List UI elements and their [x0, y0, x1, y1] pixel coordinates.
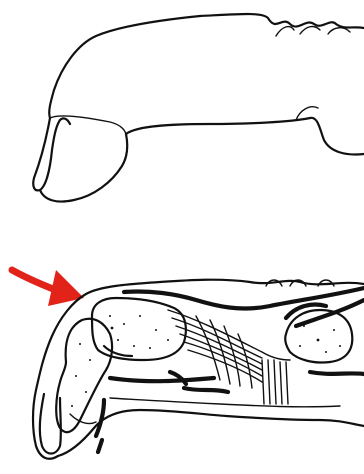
section-flexor-tendon [110, 372, 214, 384]
top-knuckle-wrinkles [276, 27, 350, 36]
section-bone-stippling [71, 315, 341, 407]
top-finger-outline [33, 14, 364, 202]
top-finger-dorsal-contour [49, 14, 364, 118]
section-flexor-fibres [168, 310, 290, 388]
pointer-arrow [12, 270, 84, 306]
section-volar-inner-line [110, 398, 340, 407]
top-nail-plate [33, 118, 70, 190]
top-finger-palmar-contour [126, 118, 364, 155]
section-tip-mark [98, 440, 102, 452]
section-volar-plate-distal [96, 400, 104, 436]
bottom-finger-section [33, 280, 364, 459]
section-collateral-fibres [262, 360, 288, 404]
pointer-arrow-head [48, 270, 84, 306]
